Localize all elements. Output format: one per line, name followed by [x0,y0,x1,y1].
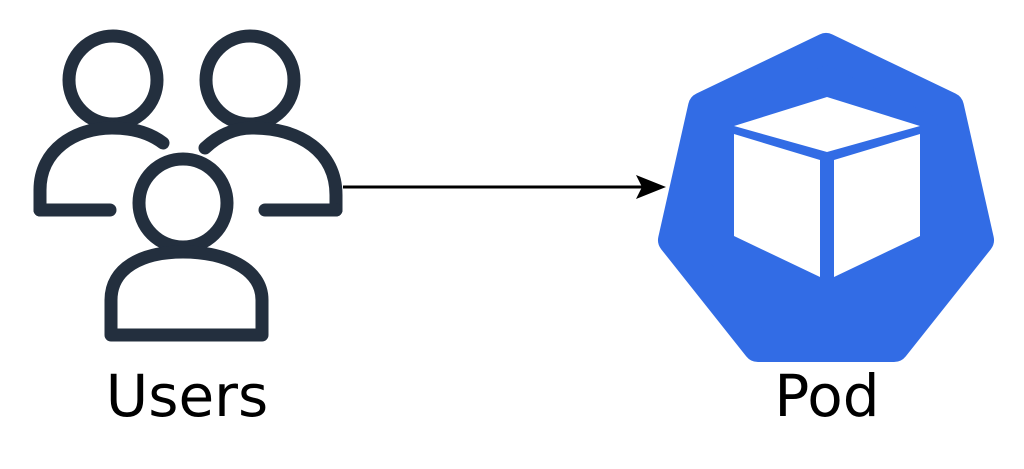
person-left-body [33,121,170,217]
person-right-head [199,29,301,131]
users-node[interactable]: Users [33,29,343,430]
cube-top-face [734,97,920,152]
arrowhead-icon [636,175,666,199]
person-right-body [198,121,343,217]
cube-left-face [734,134,820,277]
edge-users-to-pod [343,175,666,199]
users-label: Users [106,362,268,430]
person-front-body [104,245,269,342]
heptagon-background [658,33,994,362]
kubernetes-pod-icon [658,33,994,362]
cube-right-face [834,134,920,277]
pod-node[interactable]: Pod [658,33,994,430]
person-left-head [62,29,164,131]
person-front-head [132,152,234,254]
cube-icon [734,97,920,277]
pod-label: Pod [774,362,879,430]
users-group-icon [33,29,343,342]
